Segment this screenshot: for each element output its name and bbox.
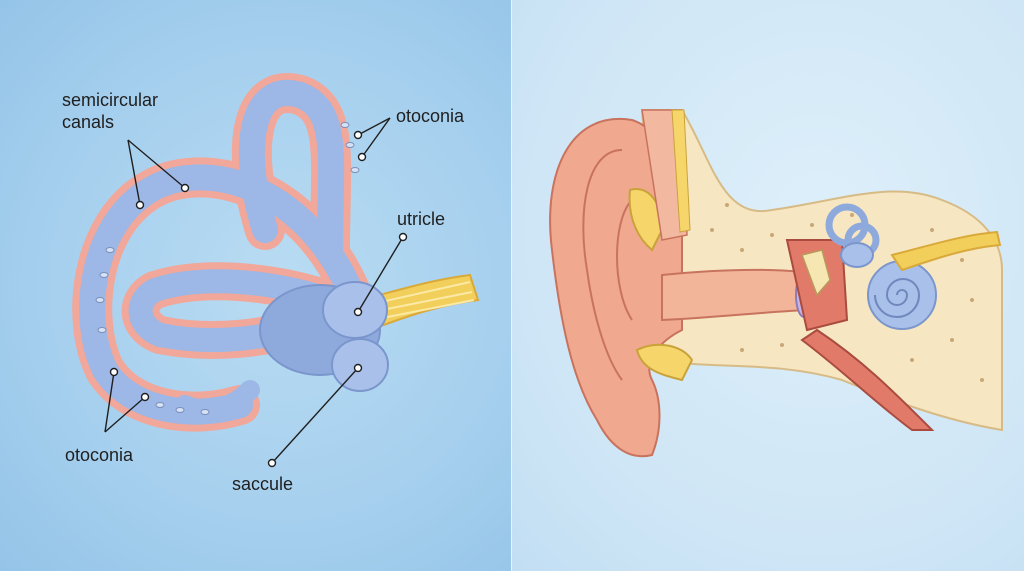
ear-anatomy-illustration — [549, 109, 1003, 458]
otoconia-crystals — [95, 122, 360, 415]
ear-cross-section-panel — [512, 0, 1024, 571]
eustachian-tube — [800, 328, 935, 431]
bone-texture — [710, 203, 984, 382]
auditory-nerve — [890, 230, 1002, 272]
otoconia-top-label: otoconia — [396, 106, 465, 126]
utricle-label: utricle — [397, 209, 446, 229]
vestibular-nerve — [358, 273, 480, 332]
vestibule — [175, 281, 389, 420]
vestibular-diagram-panel: semicircular canals otoconia utricle oto… — [0, 0, 512, 571]
semicircular-canals-label-line2: canals — [62, 112, 115, 132]
semicircular-canals — [79, 80, 363, 425]
leader-lines — [104, 117, 408, 468]
cartilage-layer — [671, 109, 691, 233]
saccule-label: saccule — [232, 474, 294, 494]
cochlea — [867, 260, 937, 330]
pinna — [549, 117, 694, 458]
vestibular-labyrinth-illustration — [72, 73, 480, 468]
semicircular-canals-label-line1: semicircular — [62, 90, 159, 110]
inner-ear — [825, 203, 937, 330]
ossicles — [801, 249, 831, 297]
otoconia-bottom-label: otoconia — [65, 445, 134, 465]
